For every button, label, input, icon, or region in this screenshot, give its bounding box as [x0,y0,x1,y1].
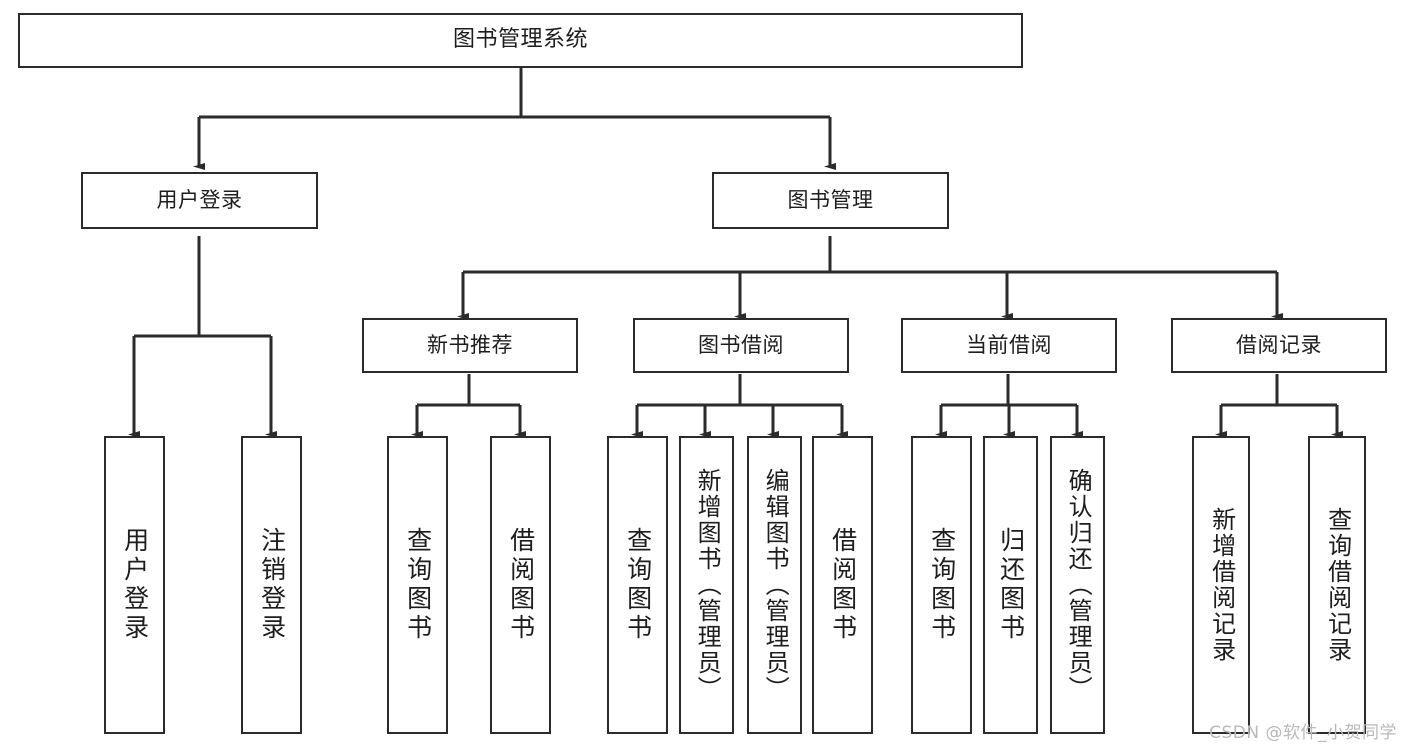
node-leaf-add-record[interactable]: 新增借阅记录 [1192,436,1250,734]
node-leaf-query-record[interactable]: 查询借阅记录 [1308,436,1366,734]
node-root-system-label: 图书管理系统 [452,27,588,53]
node-leaf-query-book-2-label: 查询图书 [623,527,653,643]
node-leaf-return-book-label: 归还图书 [996,527,1026,643]
watermark-text: CSDN @软件_小贺同学 [1209,723,1397,743]
node-leaf-query-book-1-label: 查询图书 [403,527,433,643]
node-borrow-record[interactable]: 借阅记录 [1171,318,1387,373]
node-leaf-confirm-return[interactable]: 确认归还（管理员） [1050,436,1105,734]
node-leaf-borrow-book-1-label: 借阅图书 [506,527,536,643]
node-leaf-confirm-return-label: 确认归还（管理员） [1064,468,1093,702]
node-leaf-logout-label: 注销登录 [257,527,287,643]
node-leaf-logout[interactable]: 注销登录 [241,436,302,734]
node-user-login[interactable]: 用户登录 [81,172,318,229]
node-leaf-edit-book[interactable]: 编辑图书（管理员） [747,436,802,734]
node-leaf-borrow-book-2[interactable]: 借阅图书 [812,436,873,734]
node-book-manage-label: 图书管理 [787,187,874,212]
node-leaf-query-book-3[interactable]: 查询图书 [911,436,972,734]
node-leaf-user-login-label: 用户登录 [120,527,150,643]
node-leaf-query-book-1[interactable]: 查询图书 [387,436,448,734]
node-leaf-borrow-book-1[interactable]: 借阅图书 [490,436,551,734]
node-root-system[interactable]: 图书管理系统 [18,13,1023,68]
node-leaf-add-record-label: 新增借阅记录 [1207,507,1236,663]
node-leaf-query-book-2[interactable]: 查询图书 [607,436,668,734]
node-leaf-borrow-book-2-label: 借阅图书 [828,527,858,643]
node-book-manage[interactable]: 图书管理 [712,172,949,229]
node-leaf-add-book-label: 新增图书（管理员） [693,468,722,702]
node-book-borrow-label: 图书借阅 [698,332,784,357]
node-leaf-edit-book-label: 编辑图书（管理员） [761,468,790,702]
node-book-borrow[interactable]: 图书借阅 [633,318,849,373]
node-user-login-label: 用户登录 [156,187,243,212]
node-borrow-record-label: 借阅记录 [1236,332,1322,357]
node-leaf-query-record-label: 查询借阅记录 [1323,507,1352,663]
node-leaf-user-login[interactable]: 用户登录 [104,436,165,734]
node-leaf-add-book[interactable]: 新增图书（管理员） [679,436,734,734]
node-new-book-rec-label: 新书推荐 [427,332,513,357]
node-new-book-rec[interactable]: 新书推荐 [362,318,578,373]
node-current-borrow[interactable]: 当前借阅 [901,318,1117,373]
node-leaf-query-book-3-label: 查询图书 [927,527,957,643]
node-current-borrow-label: 当前借阅 [966,332,1052,357]
node-leaf-return-book[interactable]: 归还图书 [983,436,1038,734]
